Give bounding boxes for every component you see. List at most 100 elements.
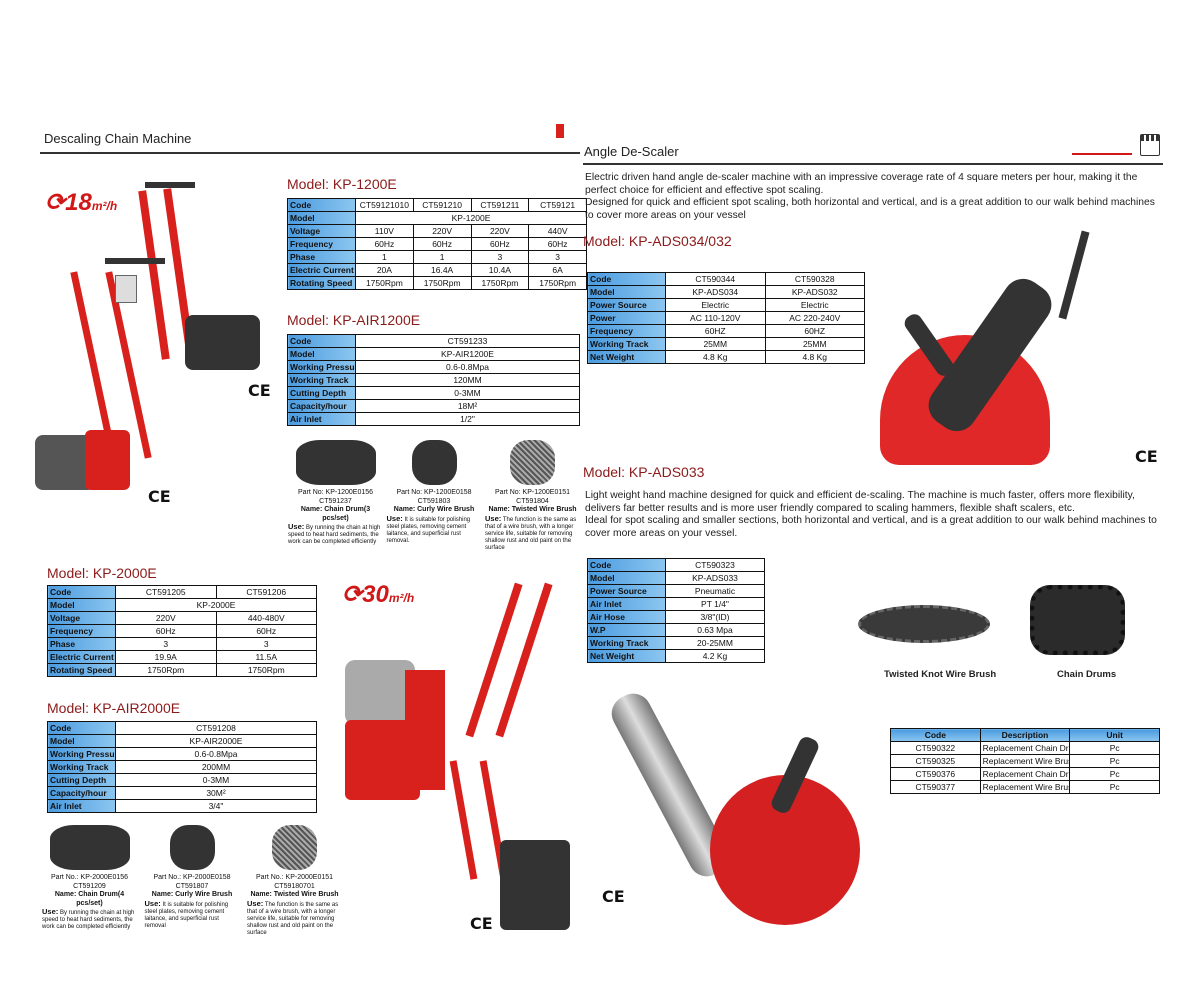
spec-value: KP-AIR1200E: [355, 347, 580, 361]
spec-label: Rotating Speed: [287, 276, 356, 290]
spec-value: 30M²: [115, 786, 317, 800]
chain-drum-image: [49, 825, 130, 870]
spec-value: Electric: [764, 298, 865, 312]
spec-value: 60Hz: [115, 624, 217, 638]
spec-value: 4.2 Kg: [665, 649, 765, 663]
spec-label: Code: [587, 558, 666, 572]
store-icon: [1140, 134, 1160, 156]
spec-value: 60Hz: [528, 237, 587, 251]
spec-label: Code: [287, 334, 356, 348]
spec-label: Model: [287, 347, 356, 361]
spec-value: 18M²: [355, 399, 580, 413]
ads033-description: Light weight hand machine designed for q…: [585, 490, 1160, 540]
spec-value: 220V: [412, 224, 472, 238]
spec-value: KP-ADS032: [764, 285, 865, 299]
model-title-kp-1200e: Model: KP-1200E: [287, 176, 397, 192]
twisted-wire-brush-image: [510, 440, 555, 485]
column-header: Description: [979, 728, 1071, 742]
model-title-kp-air1200e: Model: KP-AIR1200E: [287, 312, 421, 328]
spec-label: Cutting Depth: [47, 773, 116, 787]
intro-text: Electric driven hand angle de-scaler mac…: [585, 172, 1138, 196]
desc-text-2: Ideal for spot scaling and smaller secti…: [585, 515, 1157, 539]
use-text: The function is the same as that of a wi…: [247, 901, 339, 936]
spec-label: Model: [287, 211, 356, 225]
section-title-left: Descaling Chain Machine: [44, 131, 192, 146]
part-part-no: Part No.: KP-2000E0156: [50, 874, 129, 881]
angle-descaler-image: [870, 230, 1170, 475]
spec-label: Phase: [47, 637, 116, 651]
spec-value: 0.6-0.8Mpa: [115, 747, 317, 761]
spec-value: 60HZ: [665, 324, 766, 338]
spec-label: Capacity/hour: [287, 399, 356, 413]
table-cell: Replacement Wire Brush For Angle KP-ADS0…: [979, 780, 1071, 794]
table-cell: Replacement Wire Brush For Angle KP-ADS0…: [979, 754, 1071, 768]
spec-label: Working Pressure: [47, 747, 116, 761]
spec-label: Capacity/hour: [47, 786, 116, 800]
spec-value: 25MM: [764, 337, 865, 351]
spec-label: Air Inlet: [587, 597, 666, 611]
spec-value: 1: [412, 250, 472, 264]
use-text: It is suitable for polishing steel plate…: [386, 516, 471, 544]
use-text: By running the chain at high speed to he…: [288, 525, 381, 545]
part-name: Name: Chain Drum(3 pcs/set): [300, 506, 371, 522]
twisted-knot-wire-brush-image: [858, 605, 990, 643]
spec-value: CT591211: [470, 198, 530, 212]
spec-label: Model: [47, 598, 116, 612]
part-use: Use: The function is the same as that of…: [247, 899, 342, 937]
spec-value: 1750Rpm: [215, 663, 317, 677]
part-name: Name: Chain Drum(4 pcs/set): [54, 891, 125, 907]
spec-value: PT 1/4": [665, 597, 765, 611]
spec-label: Frequency: [287, 237, 356, 251]
spec-value: 0.63 Mpa: [665, 623, 765, 637]
header-rule: [40, 152, 580, 154]
part-code: CT591803: [417, 497, 451, 505]
use-label: Use:: [144, 898, 161, 908]
spec-value: 0-3MM: [115, 773, 317, 787]
table-cell: Pc: [1069, 767, 1160, 781]
spec-value: 110V: [355, 224, 414, 238]
use-text: By running the chain at high speed to he…: [42, 910, 135, 930]
part-use: Use: It is suitable for polishing steel …: [144, 898, 240, 930]
spec-label: Working Track: [587, 337, 666, 351]
spec-value: KP-2000E: [115, 598, 317, 612]
part-use: Use: It is suitable for polishing steel …: [386, 514, 482, 545]
part-part-no: Part No.: KP-2000E0158: [153, 874, 231, 881]
curly-wire-brush-image: [169, 825, 215, 870]
table-cell: CT590376: [890, 767, 981, 781]
intro-paragraph: Electric driven hand angle de-scaler mac…: [585, 172, 1160, 222]
model-title-kp-2000e: Model: KP-2000E: [47, 565, 157, 581]
twisted-wire-brush-image: [272, 825, 317, 870]
column-header: Code: [890, 728, 981, 742]
part-name: Name: Twisted Wire Brush: [250, 891, 339, 898]
table-cell: Replacement Chain Drums For KP-ADS034/03…: [979, 767, 1071, 781]
spec-value: KP-AIR2000E: [115, 734, 317, 748]
spec-value: CT590323: [665, 558, 765, 572]
use-label: Use:: [485, 513, 502, 523]
spec-value: AC 220-240V: [764, 311, 865, 325]
spec-label: Power: [587, 311, 666, 325]
spec-label: Net Weight: [587, 350, 666, 364]
spec-label: Power Source: [587, 298, 666, 312]
spec-value: 25MM: [665, 337, 766, 351]
